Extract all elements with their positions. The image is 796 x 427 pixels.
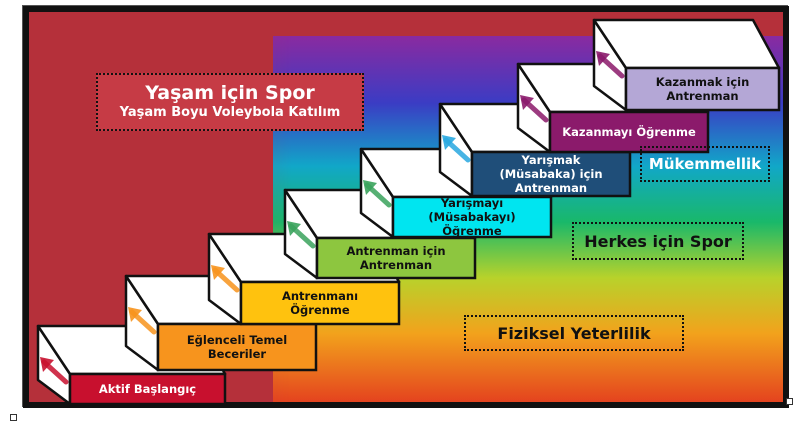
step-top-face [592,18,781,70]
subtitle-text: Yaşam Boyu Voleybola Katılım [119,105,341,120]
step-front-face [624,66,781,112]
growth-arrow-head [442,135,456,150]
physical-literacy-callout: Fiziksel Yeterlilik [464,315,684,351]
growth-arrow-head [287,221,301,236]
step-front-face [156,322,318,372]
step-label-6: Yarışmak (Müsabaka) için Antrenman [499,153,603,195]
growth-arrow-head [363,180,377,195]
step-label-8: Kazanmak için Antrenman [655,75,750,103]
step-front-face [548,110,710,154]
diagram-frame: Yaşam için Spor Yaşam Boyu Voleybola Kat… [22,5,789,408]
step-front-face [391,195,553,239]
sport-for-all-callout: Herkes için Spor [572,222,744,260]
growth-arrow-head [211,265,225,280]
step-label-2: Eğlenceli Temel Beceriler [186,333,288,361]
inner-border [23,6,789,408]
step-front-face [239,280,401,326]
title-box: Yaşam için Spor Yaşam Boyu Voleybola Kat… [96,73,364,131]
step-block-8 [592,18,781,112]
resize-handle-bottom[interactable] [10,414,17,421]
step-front-face [68,372,227,406]
growth-arrow-head [596,51,610,66]
step-front-face [315,236,477,280]
step-label-5: Yarışmayı (Müsabakayı) Öğrenme [428,196,516,238]
resize-handle-right[interactable] [786,398,793,405]
step-label-1: Aktif Başlangıç [98,382,197,396]
title-text: Yaşam için Spor [145,82,315,104]
growth-arrow-head [40,357,54,372]
step-label-7: Kazanmayı Öğrenme [562,125,696,139]
excellence-callout: Mükemmellik [640,146,770,182]
step-label-3: Antrenmanı Öğrenme [281,289,359,317]
growth-arrow-head [128,307,142,322]
growth-arrow-head [520,95,534,110]
step-label-4: Antrenman için Antrenman [346,244,446,272]
staircase [36,18,781,406]
